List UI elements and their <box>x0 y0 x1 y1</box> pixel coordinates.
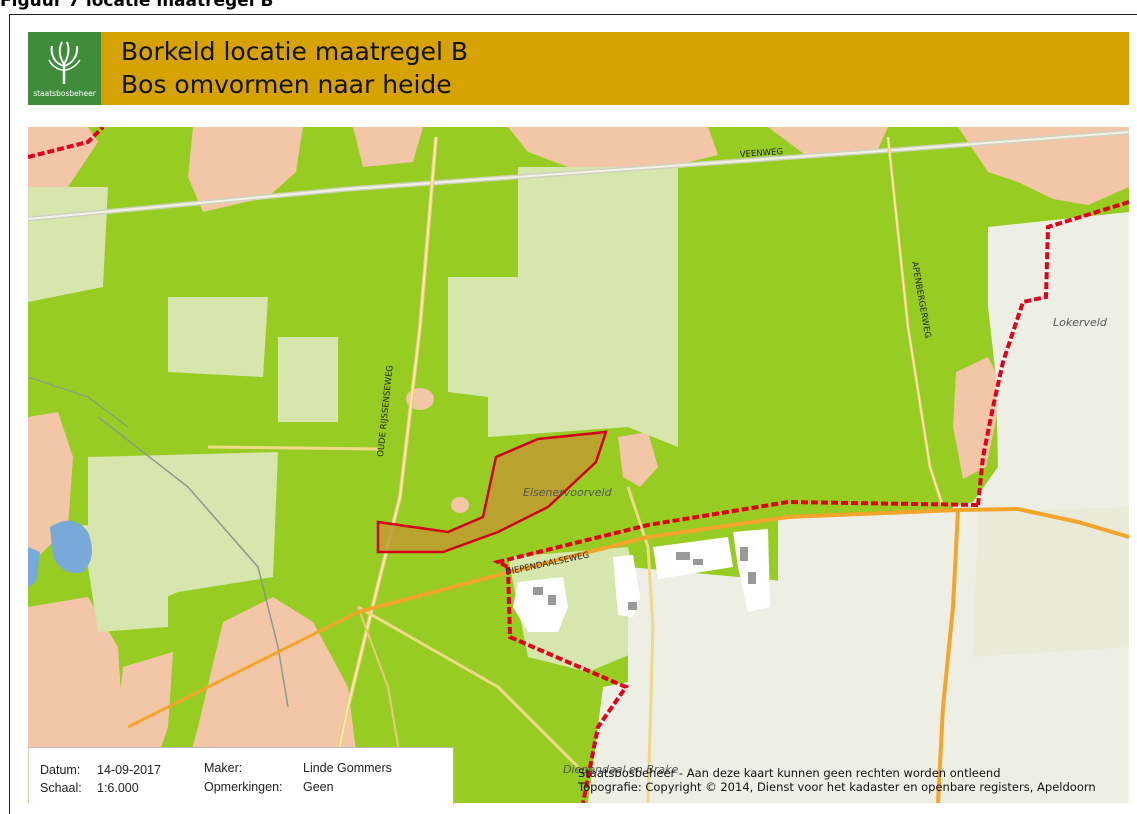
map-subtitle: Bos omvormen naar heide <box>121 70 452 99</box>
elsenervoorveld-label: Elsenervoorveld <box>523 486 613 499</box>
maker-label: Maker: <box>204 761 243 775</box>
topography-copyright-text: Topografie: Copyright © 2014, Dienst voo… <box>578 780 1096 794</box>
topographic-map[interactable]: VEENWEG APENBERGERWEG OUDE RIJSSENSEWEG … <box>28 127 1129 803</box>
lokerveld-label: Lokerveld <box>1053 316 1108 329</box>
title-banner: staatsbosbeheer Borkeld locatie maatrege… <box>28 32 1129 105</box>
schaal-value: 1:6.000 <box>97 781 139 795</box>
figure-caption: Figuur 7 locatie maatregel B <box>0 0 274 11</box>
opmerkingen-label: Opmerkingen: <box>204 780 283 794</box>
datum-value: 14-09-2017 <box>97 763 161 777</box>
staatsbosbeheer-logo: staatsbosbeheer <box>28 32 101 105</box>
map-info-box: Datum: 14-09-2017 Schaal: 1:6.000 Maker:… <box>29 747 454 804</box>
copyright-notice: Staatsbosbeheer - Aan deze kaart kunnen … <box>578 766 1096 794</box>
datum-label: Datum: <box>40 763 81 777</box>
opmerkingen-value: Geen <box>303 780 334 794</box>
logo-text: staatsbosbeheer <box>33 89 96 98</box>
disclaimer-text: Staatsbosbeheer - Aan deze kaart kunnen … <box>578 766 1001 780</box>
map-canvas[interactable]: VEENWEG APENBERGERWEG OUDE RIJSSENSEWEG … <box>28 127 1129 803</box>
tree-icon <box>48 41 81 84</box>
schaal-label: Schaal: <box>40 781 82 795</box>
diependaal-en-brake-label: Diependaal en Brake <box>563 763 678 776</box>
maker-value: Linde Gommers <box>303 761 392 775</box>
map-title: Borkeld locatie maatregel B <box>121 37 469 66</box>
figure-frame <box>9 14 1137 814</box>
veenweg-label: VEENWEG <box>740 147 784 160</box>
